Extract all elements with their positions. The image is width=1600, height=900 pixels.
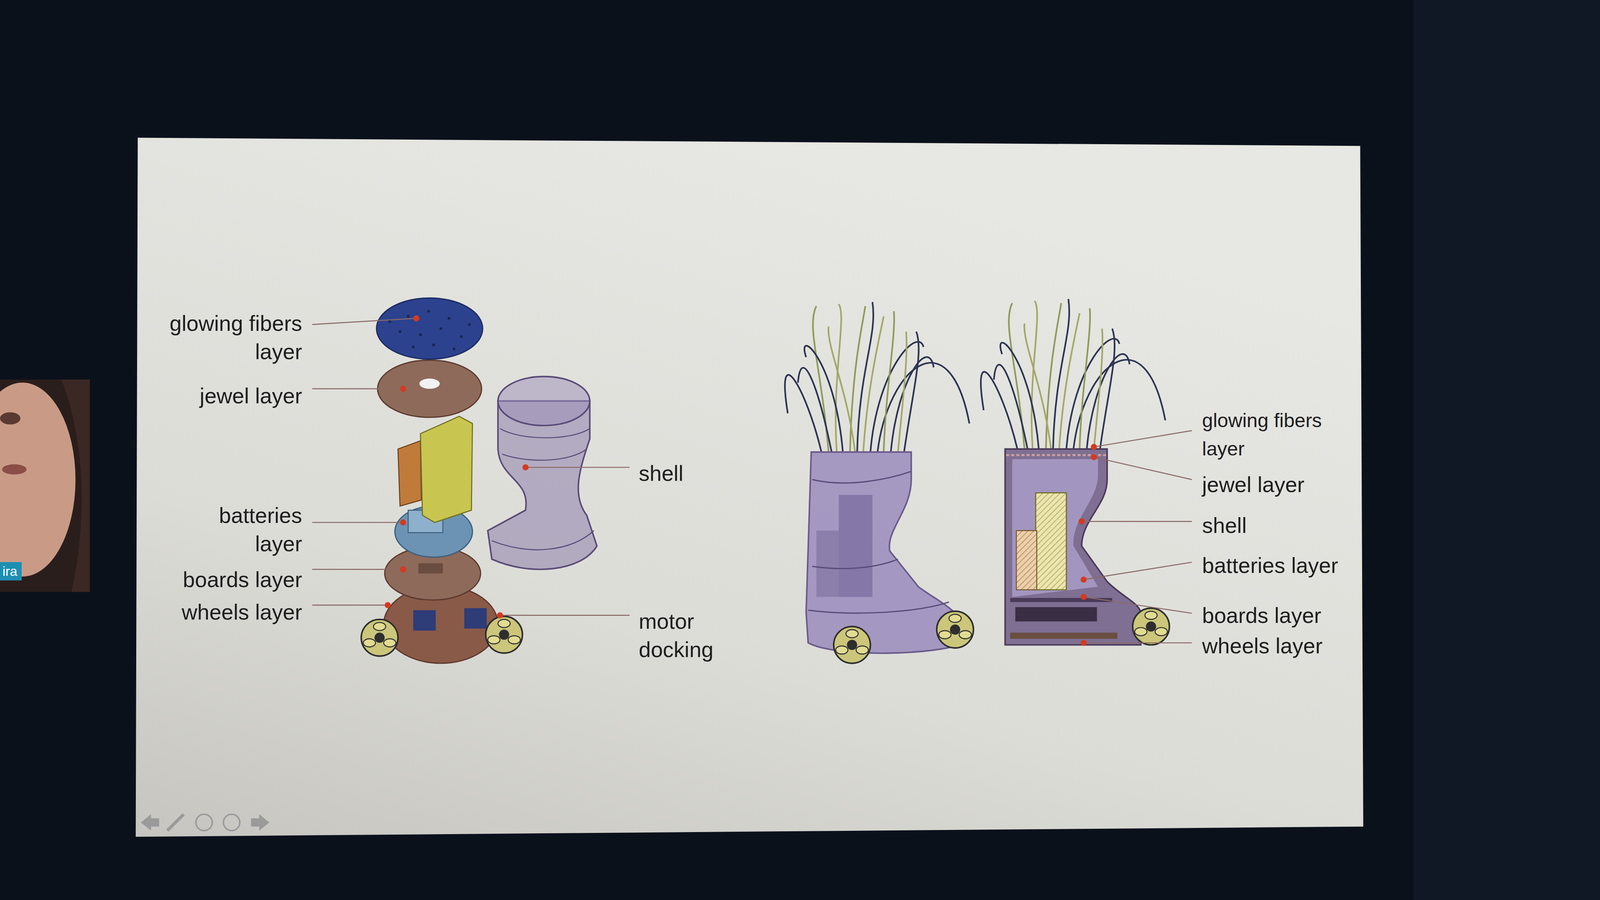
section-battery bbox=[1016, 530, 1037, 590]
part-label: batteries layer bbox=[1202, 551, 1339, 580]
part-label: wheels layer bbox=[1202, 631, 1323, 660]
part-label: boards layer bbox=[182, 565, 303, 594]
board bbox=[418, 563, 443, 574]
slide-nav bbox=[140, 814, 270, 831]
part-label: glowing fibers layer bbox=[1202, 406, 1361, 463]
section-wheels-plate bbox=[1010, 632, 1118, 639]
section-cavity bbox=[1012, 459, 1098, 598]
part-label: batteries layer bbox=[190, 501, 303, 558]
part-label: jewel layer bbox=[1202, 470, 1305, 499]
inner-battery bbox=[816, 530, 839, 597]
battery-large bbox=[420, 416, 473, 523]
leader-lines bbox=[312, 318, 1192, 643]
part-label: boards layer bbox=[1202, 601, 1322, 630]
part-label: shell bbox=[638, 459, 684, 488]
leader-dots bbox=[384, 315, 1097, 646]
exploded-view bbox=[361, 297, 598, 664]
part-label: motor docking bbox=[638, 607, 751, 664]
shell-ribs bbox=[491, 428, 594, 550]
fiber-holes bbox=[388, 310, 471, 351]
shell-rim bbox=[497, 376, 590, 426]
motor bbox=[413, 610, 436, 631]
name-tag: ira bbox=[0, 562, 22, 581]
jewel-hole bbox=[419, 378, 440, 389]
shell-part bbox=[487, 400, 598, 570]
section-components bbox=[1015, 607, 1098, 622]
background-right bbox=[1413, 0, 1600, 900]
webcam-thumbnail bbox=[0, 379, 90, 592]
fibers-disc bbox=[376, 297, 483, 360]
part-label: shell bbox=[1202, 511, 1247, 540]
battery-small bbox=[397, 440, 422, 507]
motor bbox=[464, 608, 487, 629]
cross-section bbox=[980, 299, 1170, 645]
shell-bands bbox=[808, 471, 950, 613]
part-label: jewel layer bbox=[199, 381, 303, 410]
part-label: glowing fibers layer bbox=[133, 309, 303, 366]
section-battery bbox=[1035, 492, 1067, 590]
assembled-view bbox=[785, 302, 974, 664]
part-label: wheels layer bbox=[181, 597, 303, 627]
inner-battery bbox=[838, 495, 873, 598]
slide bbox=[135, 137, 1364, 838]
section-shell bbox=[1005, 449, 1141, 645]
